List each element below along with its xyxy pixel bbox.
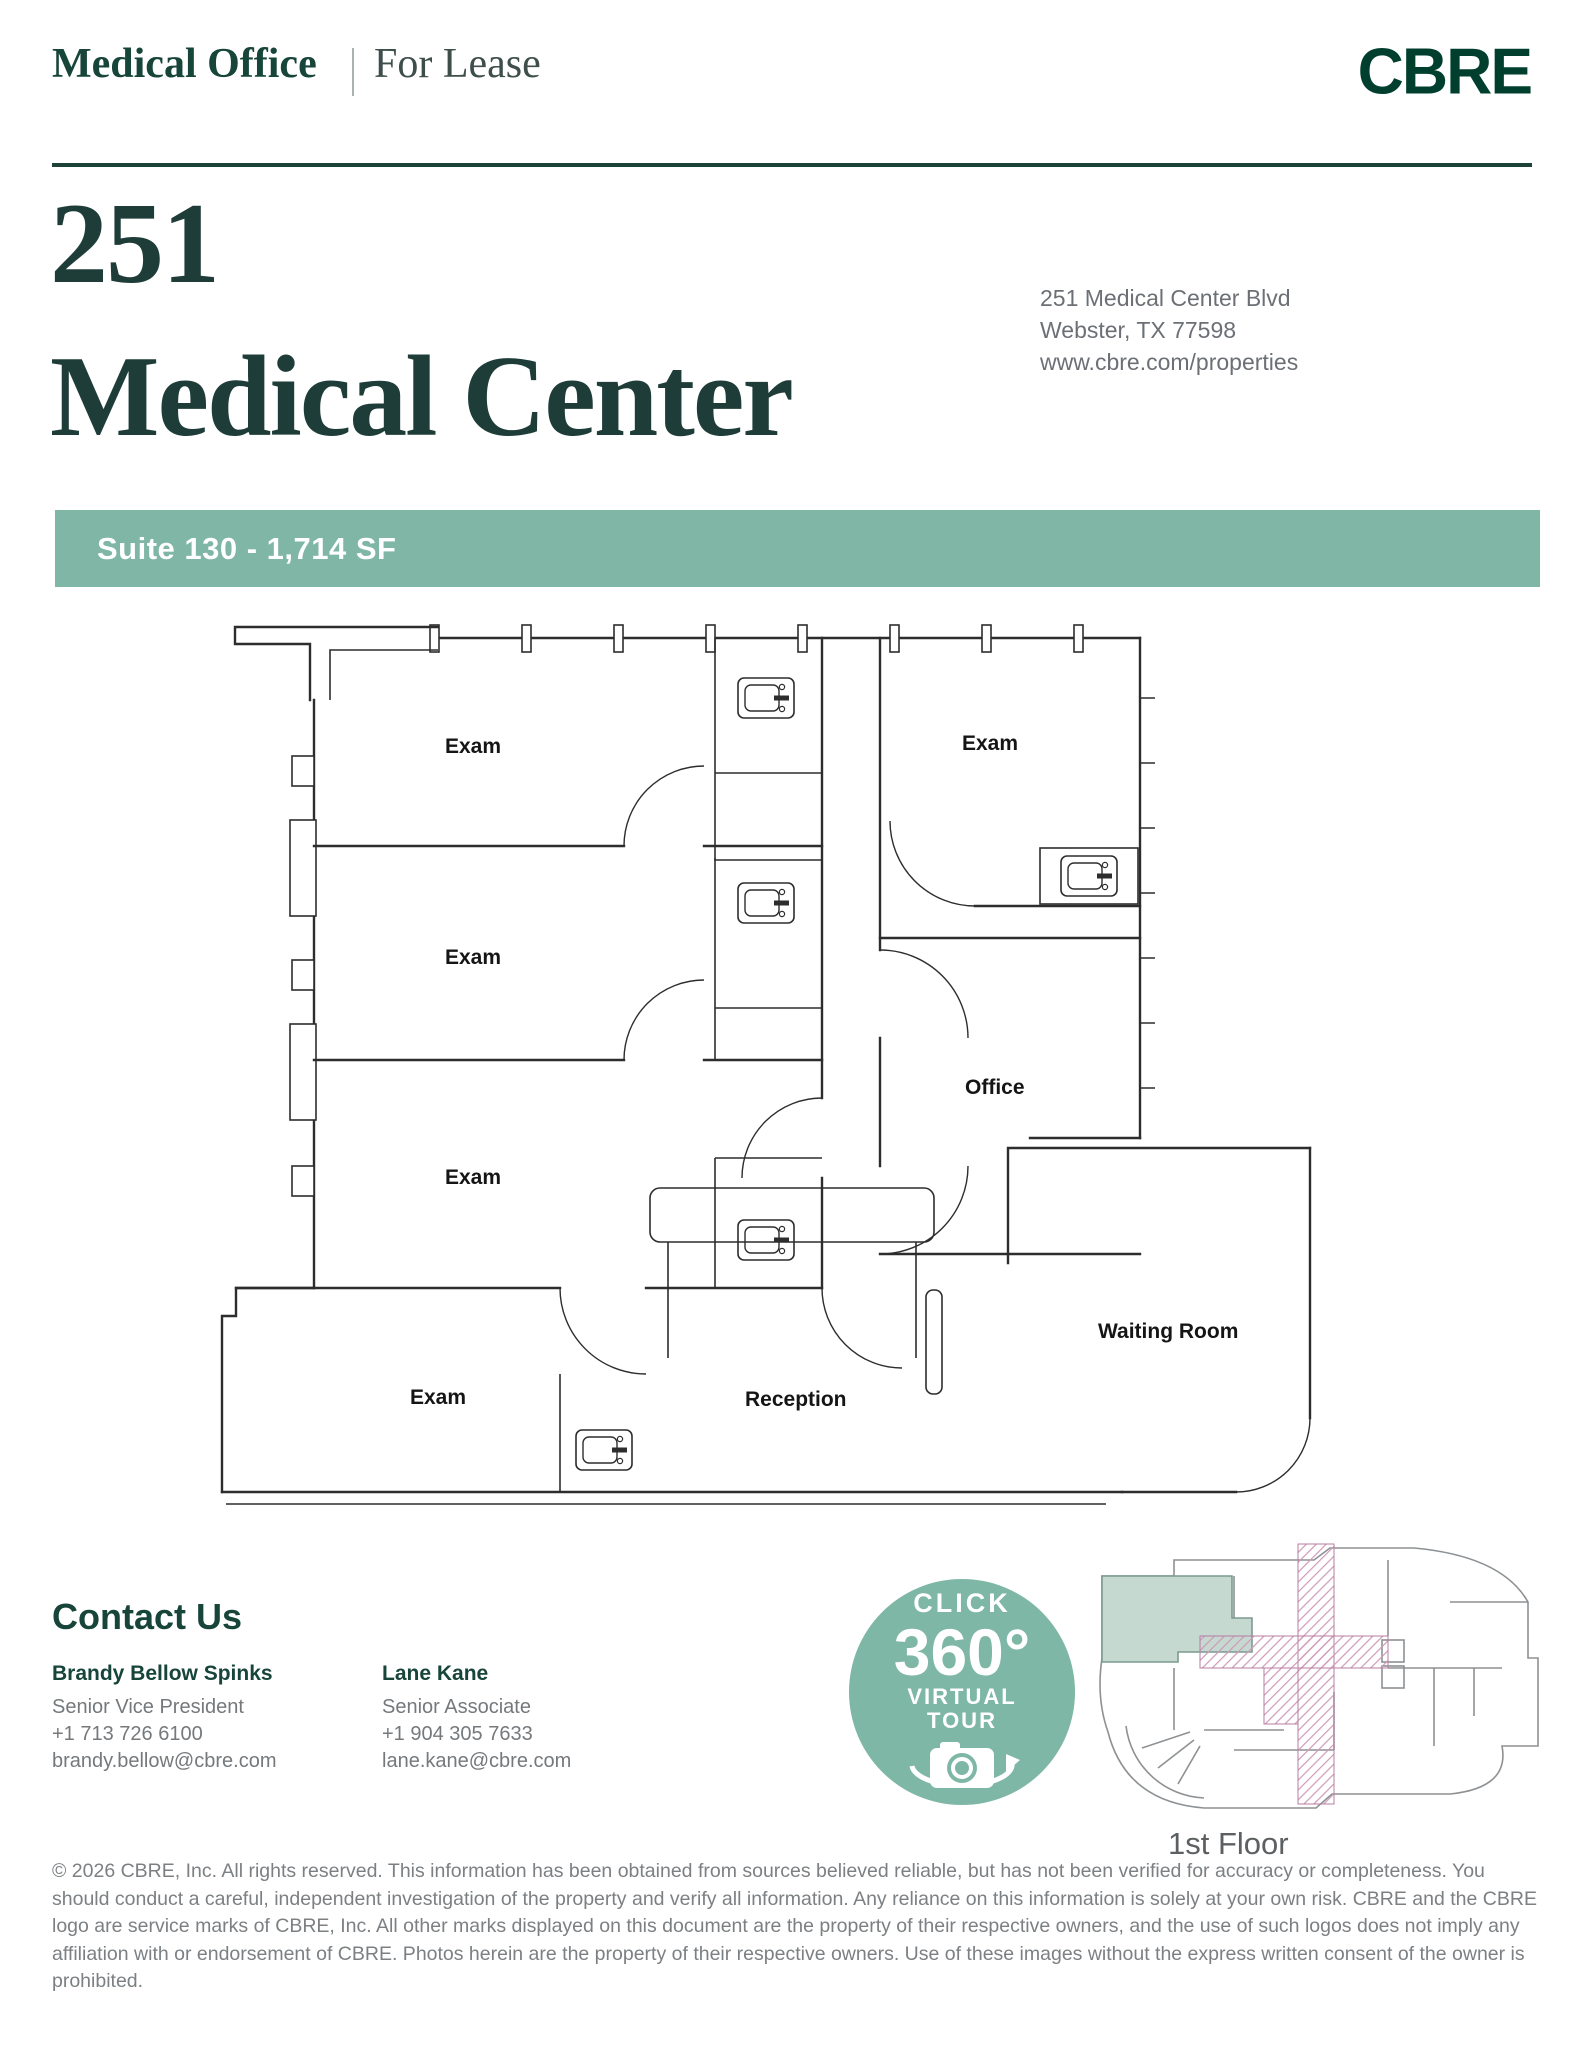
- sink-icon: [737, 882, 795, 924]
- exam-room-label: Exam: [962, 732, 1018, 755]
- door-arc: [879, 949, 969, 1039]
- waiting-room-label: Waiting Room: [1098, 1320, 1238, 1343]
- wall-column: [291, 755, 315, 787]
- reception-pillar: [925, 1289, 943, 1395]
- exam-room-label: Exam: [445, 1166, 501, 1189]
- contact-name: Lane Kane: [382, 1662, 489, 1685]
- badge-360-label: 360°: [893, 1615, 1031, 1690]
- reception-counter: [649, 1187, 935, 1243]
- property-title-line2: Medical Center: [50, 333, 794, 462]
- contact-title: Senior Associate: [382, 1696, 531, 1718]
- sink-icon: [737, 677, 795, 719]
- building-outline: [1099, 1547, 1539, 1809]
- corner-notch: [233, 625, 440, 702]
- right-wall-ticks: [1140, 697, 1155, 1089]
- door-arc: [879, 1165, 969, 1255]
- floor-plan: Exam Exam Exam Exam Exam Office Receptio…: [220, 624, 1312, 1505]
- exam-room-label: Exam: [410, 1386, 466, 1409]
- property-address: 251 Medical Center Blvd Webster, TX 7759…: [1040, 282, 1298, 378]
- door-arc: [1235, 1417, 1311, 1493]
- door-arc: [889, 820, 976, 907]
- door-arc: [623, 765, 705, 847]
- waiting-room-walls: [1006, 1146, 1312, 1265]
- exam-room-label: Exam: [445, 735, 501, 758]
- sink-alcove: [714, 858, 822, 1060]
- wall-column: [291, 1165, 315, 1197]
- reception-label: Reception: [745, 1388, 847, 1411]
- contact-phone: +1 904 305 7633: [382, 1723, 533, 1745]
- website-link[interactable]: www.cbre.com/properties: [1040, 349, 1299, 375]
- contact-heading: Contact Us: [52, 1596, 243, 1637]
- contact-email[interactable]: brandy.bellow@cbre.com: [52, 1750, 277, 1772]
- sink-icon: [575, 1429, 633, 1471]
- sink-alcove: [714, 1157, 822, 1288]
- door-arc: [741, 1097, 823, 1179]
- address-city: Webster, TX 77598: [1040, 317, 1237, 343]
- exam-room-label: Exam: [445, 946, 501, 969]
- door-arc: [623, 979, 705, 1061]
- common-corridor-hatch: [1199, 1543, 1389, 1805]
- floor-caption: 1st Floor: [1168, 1826, 1289, 1861]
- contact-title: Senior Vice President: [52, 1696, 244, 1718]
- bottom-left-step: [220, 1286, 316, 1494]
- door-frame: [289, 1023, 317, 1121]
- corner-notch-inner: [329, 649, 438, 700]
- wall-column: [291, 959, 315, 991]
- cbre-logo: CBRE: [1357, 34, 1533, 108]
- camera-360-icon: [909, 1741, 1020, 1788]
- suite-banner: Suite 130 - 1,714 SF: [55, 510, 1540, 587]
- property-title: 251 Medical Center: [50, 168, 794, 474]
- sink-icon: [1060, 855, 1118, 897]
- badge-click-label: CLICK: [913, 1588, 1011, 1619]
- lease-status-label: For Lease: [374, 41, 541, 87]
- office-label: Office: [965, 1076, 1025, 1099]
- door-arc: [559, 1287, 647, 1375]
- property-title-line1: 251: [50, 180, 220, 308]
- header-rule: [52, 163, 1532, 167]
- contact-card: Lane Kane Senior Associate +1 904 305 76…: [382, 1662, 702, 1775]
- contact-card: Brandy Bellow Spinks Senior Vice Preside…: [52, 1662, 372, 1775]
- contact-phone: +1 713 726 6100: [52, 1723, 203, 1745]
- door-frame: [289, 819, 317, 917]
- sink-icon: [737, 1219, 795, 1261]
- contact-email[interactable]: lane.kane@cbre.com: [382, 1750, 572, 1772]
- contact-name: Brandy Bellow Spinks: [52, 1662, 273, 1685]
- badge-tour-label: TOUR: [927, 1707, 997, 1733]
- legal-disclaimer: © 2026 CBRE, Inc. All rights reserved. T…: [52, 1860, 1537, 1992]
- column-ticks: [429, 624, 1084, 653]
- virtual-tour-badge[interactable]: CLICK 360° VIRTUAL TOUR: [849, 1579, 1075, 1805]
- door-arc: [821, 1287, 903, 1369]
- property-type-label: Medical Office: [52, 41, 317, 87]
- address-street: 251 Medical Center Blvd: [1040, 285, 1291, 311]
- reception-desk-walls: [667, 1242, 917, 1358]
- first-floor-thumbnail: [1099, 1543, 1539, 1809]
- sink-alcove: [714, 638, 822, 861]
- suite-banner-label: Suite 130 - 1,714 SF: [97, 530, 397, 566]
- badge-virtual-label: VIRTUAL: [907, 1684, 1017, 1710]
- header-divider: [352, 48, 354, 96]
